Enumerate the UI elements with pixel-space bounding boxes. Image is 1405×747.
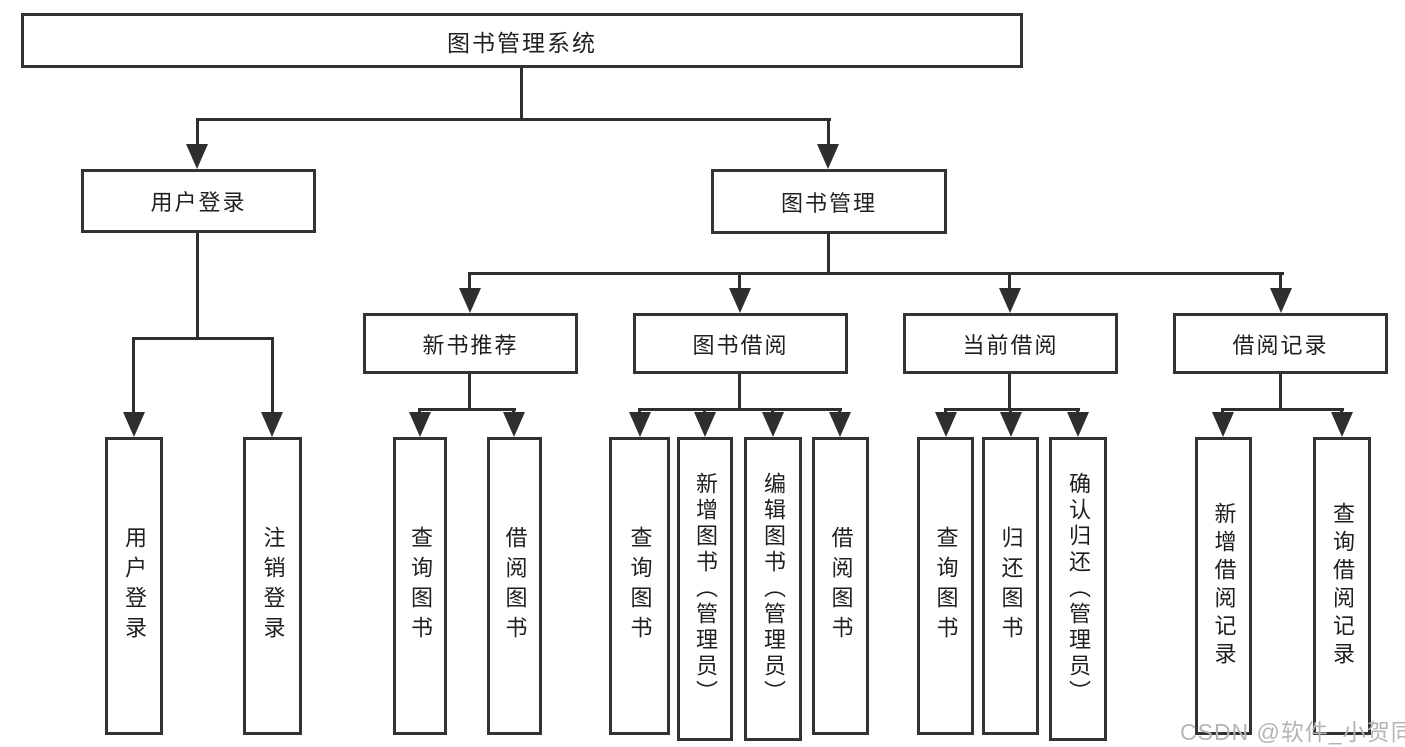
connector-line (418, 408, 516, 411)
leaf-user-login: 用户登录 (105, 437, 163, 735)
arrow-down-icon (935, 412, 957, 437)
node-borrow-records: 借阅记录 (1173, 313, 1388, 374)
leaf-edit-book-admin: 编辑图书（管理员） (744, 437, 802, 741)
connector-line (1008, 374, 1011, 411)
leaf-logout: 注销登录 (243, 437, 302, 735)
leaf-label: 借阅图书 (828, 526, 854, 646)
node-user-login: 用户登录 (81, 169, 316, 233)
leaf-confirm-return-admin: 确认归还（管理员） (1049, 437, 1107, 741)
arrow-down-icon (817, 144, 839, 169)
connector-line (196, 120, 199, 146)
leaf-label: 查询图书 (933, 526, 959, 646)
arrow-down-icon (762, 412, 784, 437)
connector-line (827, 120, 830, 146)
connector-line (1008, 274, 1011, 292)
leaf-label: 新增图书（管理员） (693, 472, 718, 706)
arrow-down-icon (1067, 412, 1089, 437)
leaf-borrow-book: 借阅图书 (487, 437, 542, 735)
leaf-label: 新增借阅记录 (1211, 502, 1237, 670)
connector-line (468, 272, 1284, 275)
leaf-return-book: 归还图书 (982, 437, 1039, 735)
leaf-label: 查询图书 (408, 526, 433, 646)
arrow-down-icon (694, 412, 716, 437)
connector-line (1279, 274, 1282, 292)
leaf-label: 查询借阅记录 (1330, 502, 1355, 670)
node-root: 图书管理系统 (21, 13, 1023, 68)
leaf-add-book-admin: 新增图书（管理员） (677, 437, 733, 741)
csdn-watermark: CSDN @软件_小贺同学 (1180, 719, 1405, 745)
connector-line (738, 374, 741, 411)
node-book-borrow: 图书借阅 (633, 313, 848, 374)
leaf-label: 确认归还（管理员） (1066, 472, 1091, 706)
arrow-down-icon (1331, 412, 1353, 437)
connector-line (638, 408, 842, 411)
arrow-down-icon (1000, 412, 1022, 437)
arrow-down-icon (729, 288, 751, 313)
arrow-down-icon (409, 412, 431, 437)
connector-line (944, 408, 1080, 411)
leaf-add-borrow-record: 新增借阅记录 (1195, 437, 1252, 735)
leaf-label: 借阅图书 (502, 526, 528, 646)
arrow-down-icon (1212, 412, 1234, 437)
leaf-query-book: 查询图书 (393, 437, 447, 735)
arrow-down-icon (503, 412, 525, 437)
connector-line (271, 339, 274, 415)
leaf-label: 用户登录 (122, 526, 147, 646)
connector-line (468, 374, 471, 411)
connector-line (196, 118, 831, 121)
node-book-management: 图书管理 (711, 169, 947, 234)
leaf-label: 查询图书 (627, 526, 653, 646)
arrow-down-icon (123, 412, 145, 437)
leaf-label: 归还图书 (998, 526, 1024, 646)
arrow-down-icon (261, 412, 283, 437)
leaf-label: 注销登录 (260, 526, 286, 646)
connector-line (1279, 374, 1282, 411)
connector-line (827, 234, 830, 275)
arrow-down-icon (629, 412, 651, 437)
connector-line (132, 339, 135, 415)
connector-line (520, 67, 523, 121)
connector-line (132, 337, 274, 340)
node-new-book-recommend: 新书推荐 (363, 313, 578, 374)
leaf-label: 编辑图书（管理员） (761, 472, 786, 706)
leaf-borrow-book: 借阅图书 (812, 437, 869, 735)
leaf-query-borrow-record: 查询借阅记录 (1313, 437, 1371, 735)
arrow-down-icon (999, 288, 1021, 313)
node-current-borrow: 当前借阅 (903, 313, 1118, 374)
leaf-query-book: 查询图书 (917, 437, 974, 735)
connector-line (1221, 408, 1344, 411)
connector-line (738, 274, 741, 292)
connector-line (196, 233, 199, 340)
arrow-down-icon (1270, 288, 1292, 313)
leaf-query-book: 查询图书 (609, 437, 670, 735)
connector-line (468, 274, 471, 292)
arrow-down-icon (459, 288, 481, 313)
arrow-down-icon (829, 412, 851, 437)
arrow-down-icon (186, 144, 208, 169)
